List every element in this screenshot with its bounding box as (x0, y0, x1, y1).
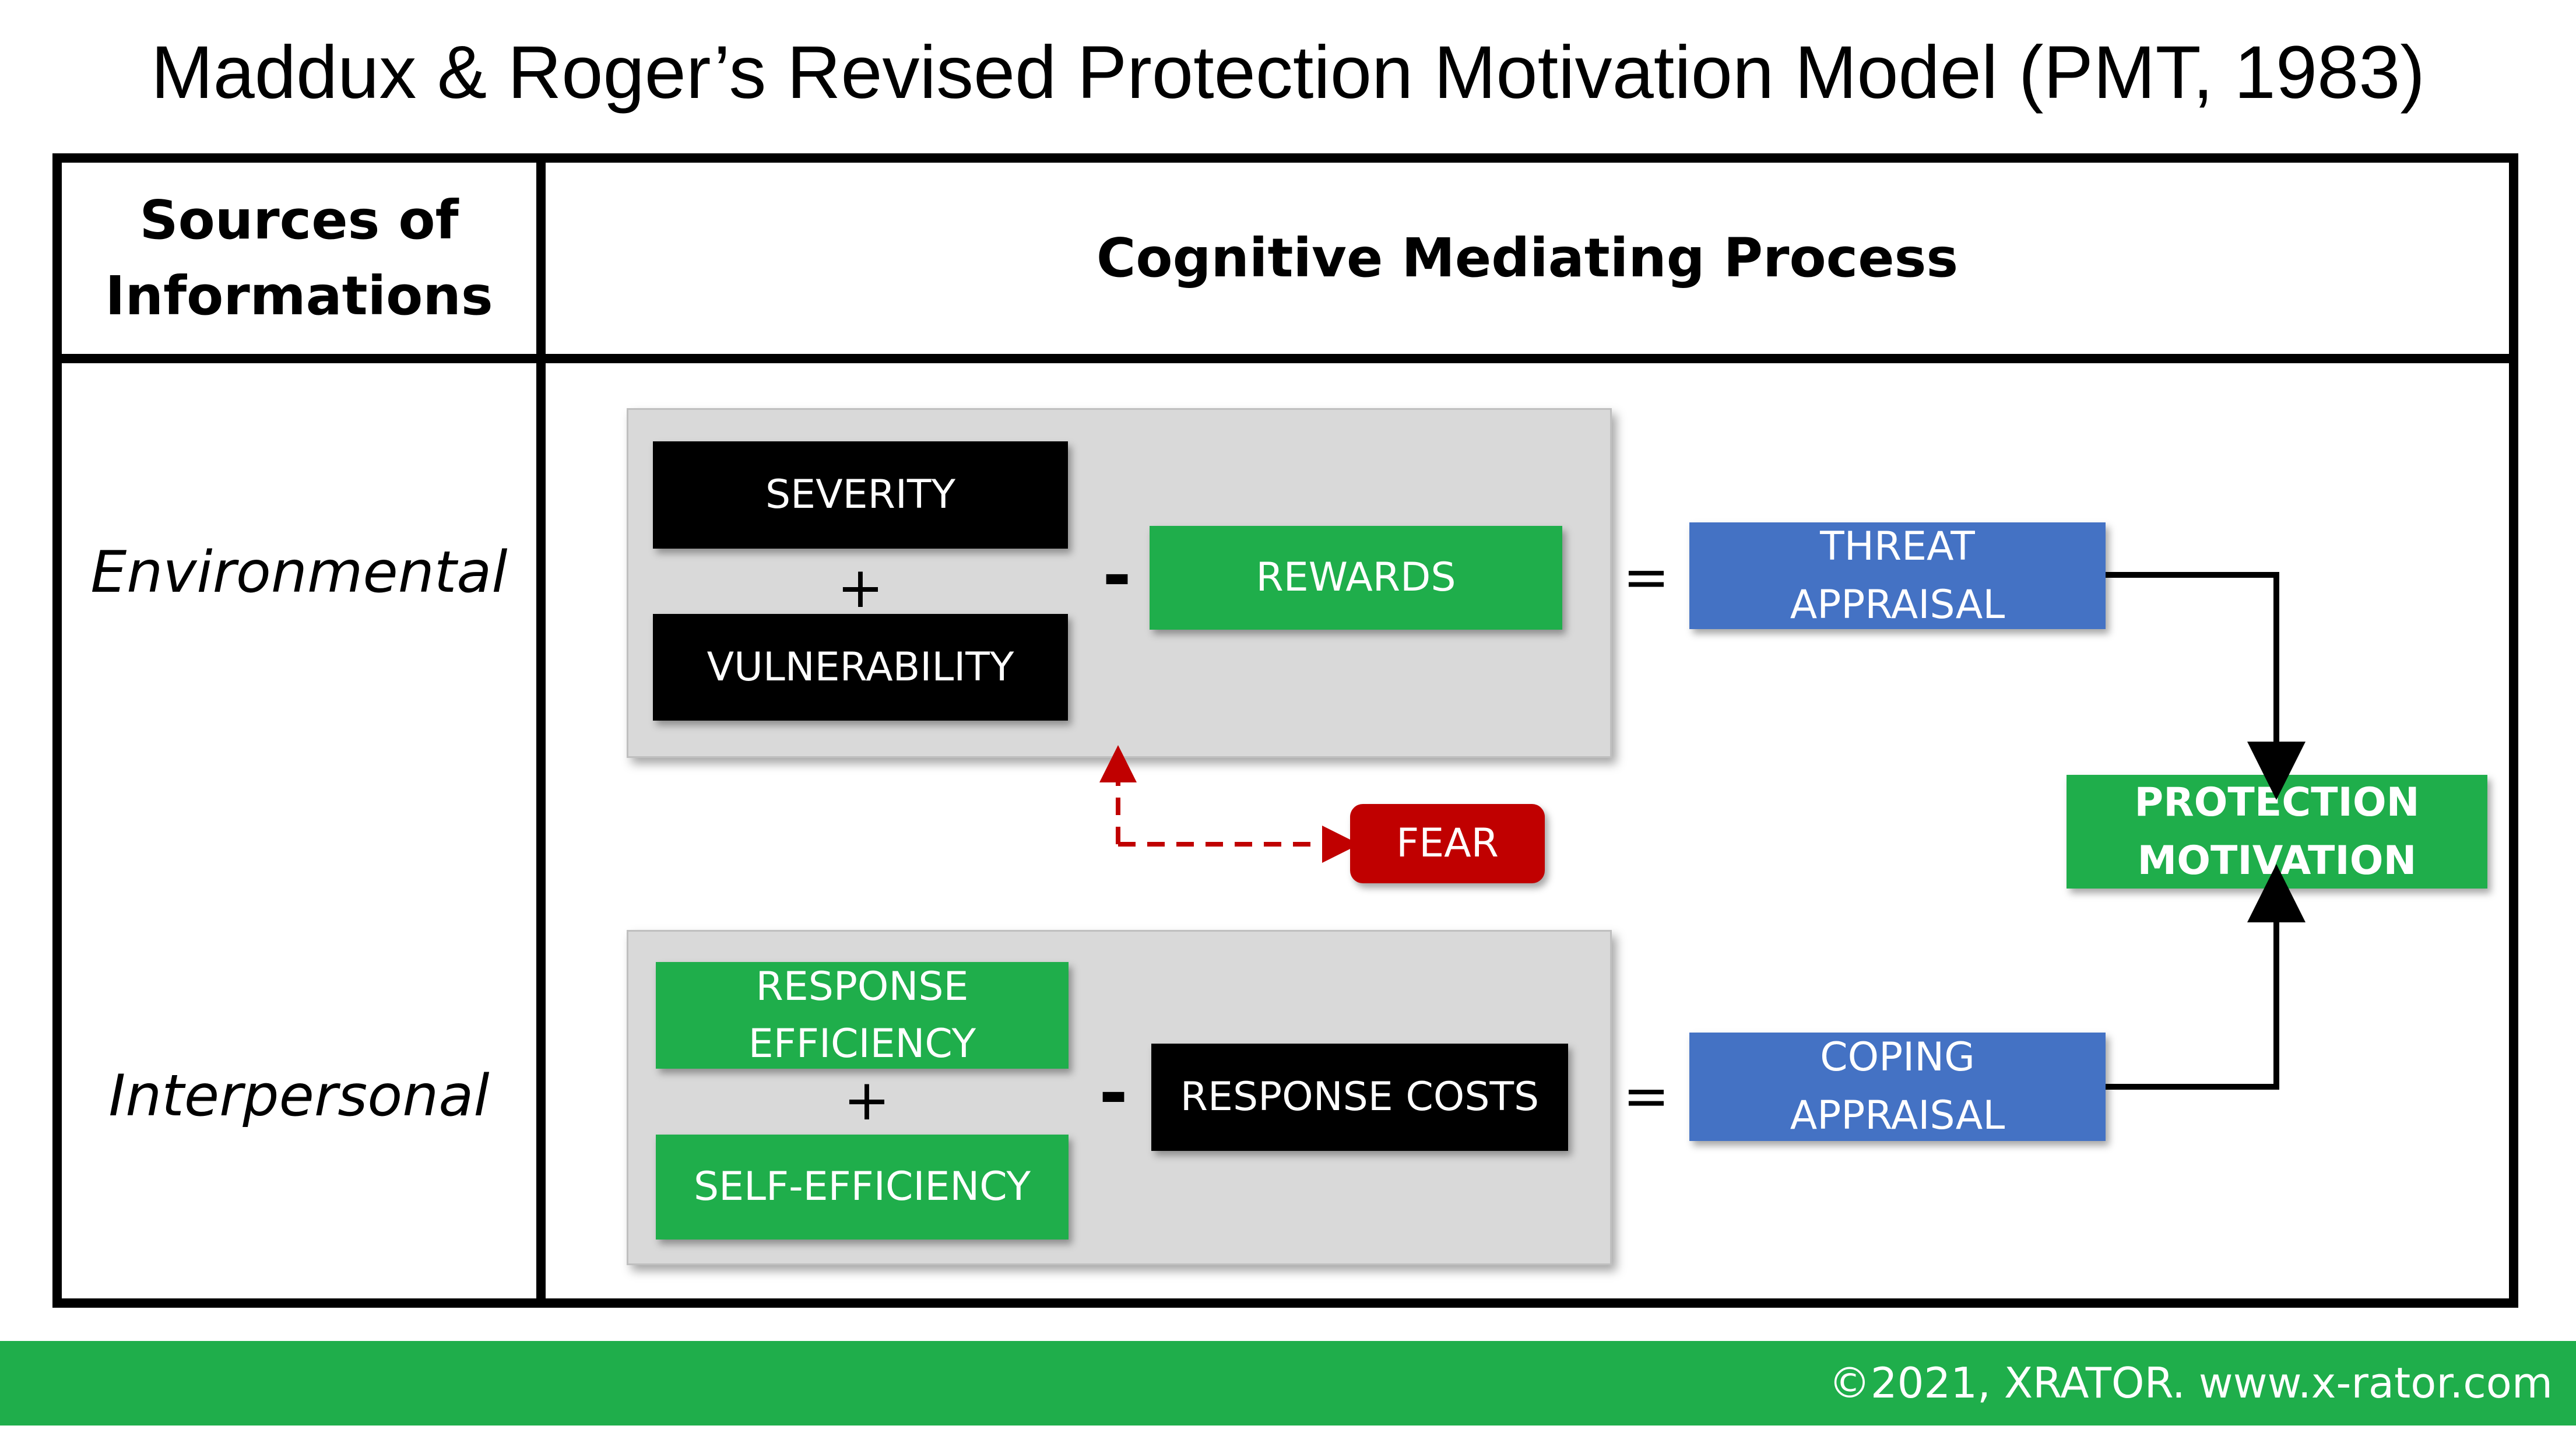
process-header: Cognitive Mediating Process (1096, 227, 1959, 289)
coping-minus: - (1099, 1053, 1128, 1134)
response-efficiency-line-1: RESPONSE (755, 963, 969, 1010)
threat-to-protection-arrow (2106, 572, 2306, 800)
response-efficiency-box: RESPONSE EFFICIENCY (656, 962, 1069, 1069)
fear-box: FEAR (1350, 804, 1545, 883)
response-efficiency-line-2: EFFICIENCY (748, 1020, 976, 1067)
coping-equals: = (1622, 1063, 1670, 1129)
sources-header: Sources of Informations (62, 163, 536, 354)
coping-to-protection-arrow (2106, 864, 2306, 1090)
threat-appraisal-line-1: THREAT (1820, 523, 1975, 570)
coping-appraisal-line-1: COPING (1820, 1034, 1975, 1080)
vulnerability-box: VULNERABILITY (653, 614, 1068, 721)
threat-minus: - (1102, 535, 1131, 616)
header-divider (52, 354, 2518, 363)
page-title: Maddux & Roger’s Revised Protection Moti… (150, 31, 2426, 114)
row-label-interpersonal: Interpersonal (108, 1063, 490, 1129)
self-efficiency-box: SELF-EFFICIENCY (656, 1135, 1069, 1240)
threat-equals: = (1622, 545, 1670, 610)
response-costs-box: RESPONSE COSTS (1151, 1044, 1568, 1151)
rewards-box: REWARDS (1150, 526, 1562, 630)
threat-plus: + (837, 555, 884, 620)
coping-appraisal-box: COPING APPRAISAL (1689, 1033, 2106, 1141)
severity-box: SEVERITY (653, 441, 1068, 549)
table-frame (52, 153, 2518, 1308)
coping-plus: + (843, 1068, 891, 1133)
footer-copyright: ©2021, XRATOR. www.x-rator.com (1828, 1358, 2553, 1407)
sources-header-line-1: Sources of (139, 189, 459, 251)
sources-header-line-2: Informations (105, 265, 493, 327)
column-divider (536, 153, 546, 1308)
coping-appraisal-line-2: APPRAISAL (1790, 1093, 2005, 1139)
threat-appraisal-box: THREAT APPRAISAL (1689, 522, 2106, 629)
threat-appraisal-line-2: APPRAISAL (1790, 581, 2005, 628)
footer-bar (0, 1341, 2576, 1426)
row-label-environmental: Environmental (90, 539, 508, 606)
